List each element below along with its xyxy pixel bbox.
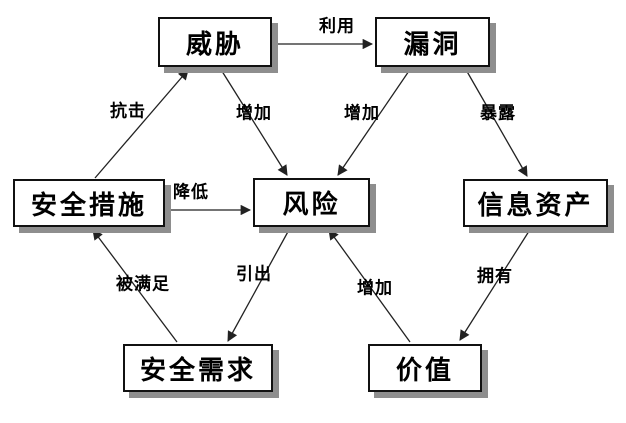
node-security-measures: 安全措施 — [13, 179, 165, 227]
edge-label-reduce: 降低 — [173, 182, 209, 203]
edge-label-increase-value-risk: 增加 — [357, 278, 393, 299]
node-value: 价值 — [368, 344, 482, 392]
edge-label-increase-threat-risk: 增加 — [236, 103, 272, 124]
node-security-requirements: 安全需求 — [123, 344, 273, 392]
edge-line-security-measures-to-threat — [94, 69, 189, 179]
edge-label-resist: 抗击 — [110, 101, 146, 122]
edge-label-increase-vuln-risk: 增加 — [344, 103, 380, 124]
node-information-assets: 信息资产 — [463, 179, 608, 227]
edge-label-expose: 暴露 — [480, 103, 516, 124]
edge-label-own: 拥有 — [477, 266, 513, 287]
edge-line-risk-to-security-requirements — [227, 227, 291, 342]
edge-label-be-satisfied: 被满足 — [116, 274, 170, 295]
edge-label-lead-to: 引出 — [236, 264, 272, 285]
edge-label-exploit: 利用 — [319, 16, 355, 37]
node-vulnerability: 漏洞 — [375, 17, 490, 67]
node-threat: 威胁 — [158, 17, 272, 67]
node-risk: 风险 — [253, 178, 370, 227]
